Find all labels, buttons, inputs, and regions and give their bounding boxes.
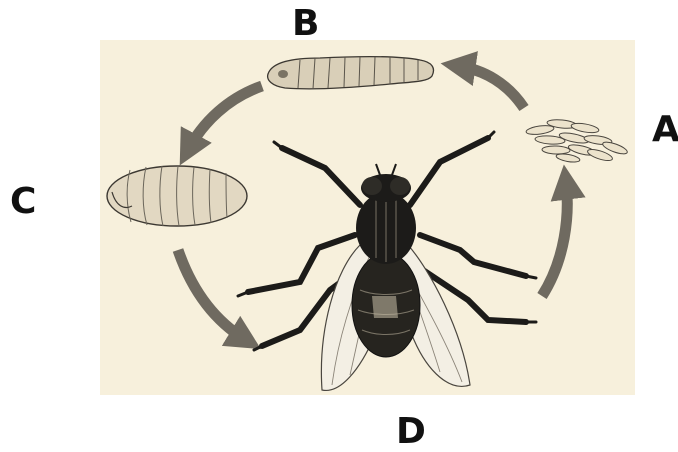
larva [268, 57, 434, 89]
arrow-c-to-d [178, 250, 246, 340]
label-b: B [292, 6, 319, 42]
arrow-d-to-a [542, 182, 567, 296]
pupa [107, 166, 247, 226]
eggs-cluster [526, 118, 629, 163]
label-c: C [10, 184, 36, 220]
arrow-b-to-c [188, 86, 262, 150]
arrow-a-to-b [458, 66, 524, 108]
label-a: A [652, 112, 678, 148]
adult-fly [238, 132, 536, 390]
label-d: D [396, 414, 426, 450]
